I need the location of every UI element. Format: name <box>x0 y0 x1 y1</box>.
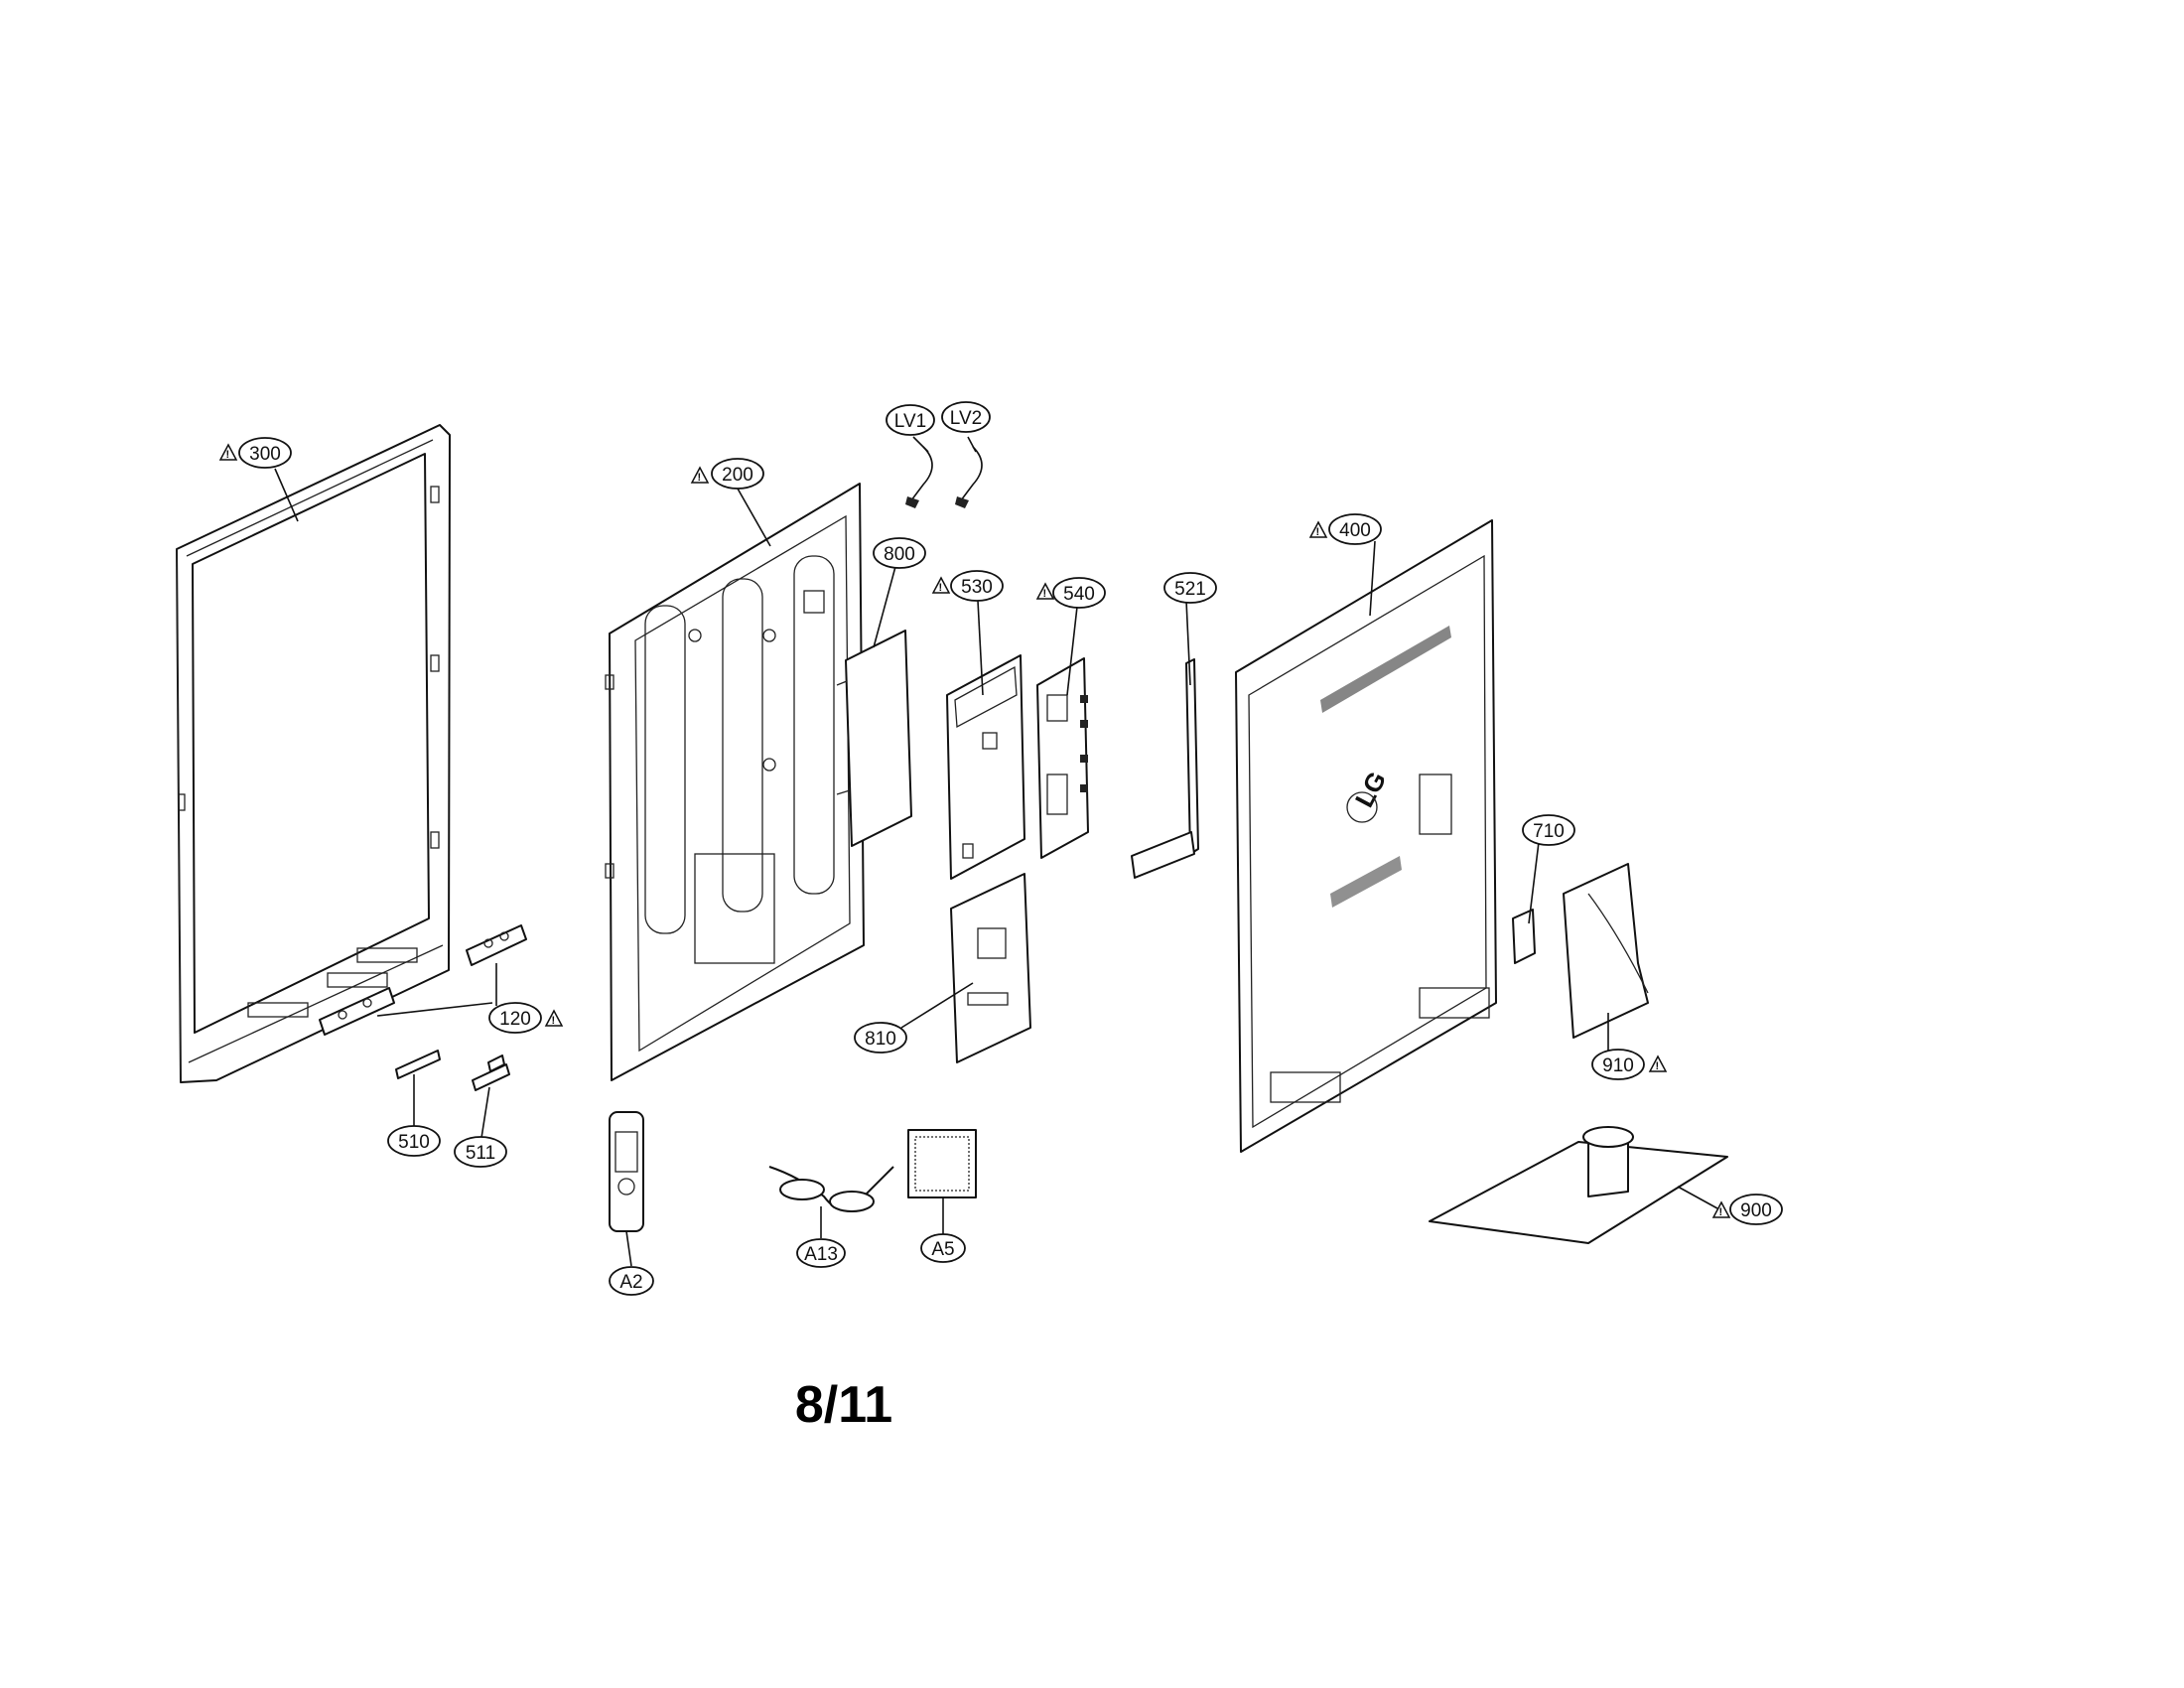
part-710-cover <box>1512 909 1536 964</box>
part-511-board <box>472 1055 510 1091</box>
svg-text:400: 400 <box>1339 520 1371 541</box>
callout-400: ! 400 <box>1308 513 1382 545</box>
callout-120: 120 ! <box>488 1002 564 1034</box>
callout-510: 510 <box>387 1125 441 1157</box>
part-510-board <box>395 1050 441 1079</box>
svg-text:LV1: LV1 <box>894 411 926 432</box>
svg-text:521: 521 <box>1174 579 1206 600</box>
callout-900: ! 900 <box>1711 1194 1783 1225</box>
callout-200: ! 200 <box>690 458 764 490</box>
svg-text:910: 910 <box>1602 1055 1634 1076</box>
callout-LV2: LV2 <box>941 401 991 433</box>
svg-text:800: 800 <box>884 544 915 565</box>
part-900-stand-base <box>1429 1126 1728 1244</box>
svg-text:810: 810 <box>865 1029 896 1050</box>
part-speakers <box>319 924 527 1036</box>
svg-text:300: 300 <box>249 444 281 465</box>
svg-text:!: ! <box>226 449 230 461</box>
part-810-bracket <box>950 873 1031 1063</box>
svg-text:!: ! <box>1316 526 1320 538</box>
svg-text:200: 200 <box>722 465 753 486</box>
svg-text:!: ! <box>1656 1060 1660 1072</box>
callout-A13: A13 <box>796 1238 846 1268</box>
part-a5-cloth <box>907 1129 977 1198</box>
svg-text:530: 530 <box>961 577 993 598</box>
svg-text:A2: A2 <box>619 1272 642 1293</box>
callout-810: 810 <box>854 1022 907 1054</box>
svg-text:!: ! <box>939 582 943 594</box>
svg-text:900: 900 <box>1740 1200 1772 1221</box>
callout-300: ! 300 <box>218 437 292 469</box>
callout-710: 710 <box>1522 814 1575 846</box>
leader-lines <box>274 436 1718 1267</box>
callout-LV1: LV1 <box>886 404 935 436</box>
svg-text:120: 120 <box>499 1009 531 1030</box>
callout-530: ! 530 <box>931 570 1004 602</box>
part-a2-remote <box>609 1111 644 1232</box>
svg-text:710: 710 <box>1533 821 1565 842</box>
svg-text:!: ! <box>1719 1206 1723 1218</box>
callout-A5: A5 <box>920 1233 966 1263</box>
svg-text:LV2: LV2 <box>950 408 982 429</box>
part-521-board <box>1131 658 1199 879</box>
part-910-stand-neck <box>1563 863 1649 1039</box>
part-800-shield <box>836 630 912 847</box>
part-530-power-board <box>946 654 1025 880</box>
part-back-cover: LG <box>1235 519 1497 1153</box>
svg-text:510: 510 <box>398 1132 430 1153</box>
svg-text:!: ! <box>552 1015 556 1027</box>
part-a13-glasses <box>768 1166 894 1212</box>
callout-800: 800 <box>873 537 926 569</box>
callout-540: ! 540 <box>1035 577 1106 609</box>
callout-910: 910 ! <box>1591 1049 1668 1080</box>
callout-A2: A2 <box>609 1266 654 1296</box>
svg-text:A13: A13 <box>804 1244 838 1265</box>
part-lvds-cables <box>905 446 983 508</box>
svg-text:A5: A5 <box>931 1239 954 1260</box>
part-front-bezel <box>176 424 451 1083</box>
part-chassis-frame <box>605 483 865 1081</box>
svg-text:511: 511 <box>466 1143 495 1164</box>
svg-text:!: ! <box>698 472 702 484</box>
callout-511: 511 <box>454 1136 507 1168</box>
svg-text:540: 540 <box>1063 584 1095 605</box>
page-number: 8/11 <box>794 1376 893 1434</box>
part-540-main-board <box>1036 657 1089 859</box>
svg-text:!: ! <box>1043 588 1047 600</box>
callout-521: 521 <box>1163 572 1217 604</box>
